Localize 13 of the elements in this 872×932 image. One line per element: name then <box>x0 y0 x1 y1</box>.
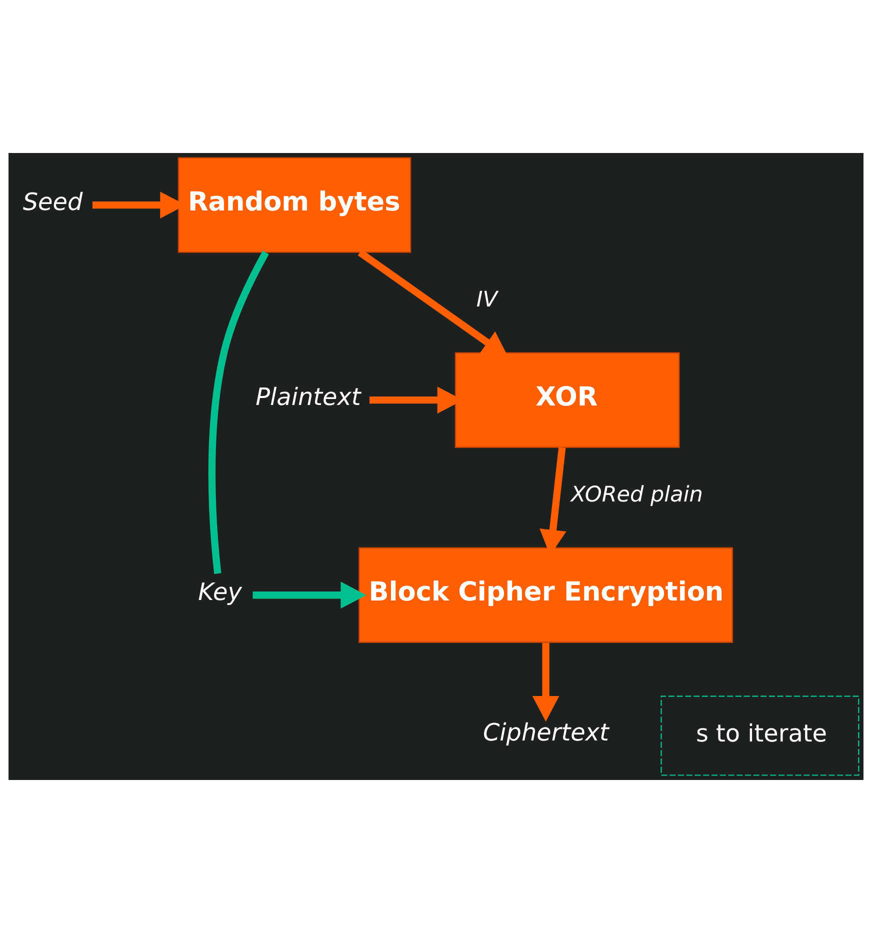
node-text: Plaintext <box>256 382 361 410</box>
edge-label: XORed plain <box>570 482 703 508</box>
node-box: s to iterate <box>660 695 860 776</box>
node-text: Ciphertext <box>482 718 609 746</box>
connector <box>208 250 269 574</box>
node-box: XOR <box>454 352 680 448</box>
node-text: Seed <box>22 187 83 216</box>
node-text: Key <box>198 577 242 606</box>
arrow <box>532 642 560 722</box>
edge-label: IV <box>476 287 498 312</box>
arrow <box>252 581 366 608</box>
node-box: Random bytes <box>178 156 412 252</box>
node-box: Block Cipher Encryption <box>358 546 734 642</box>
